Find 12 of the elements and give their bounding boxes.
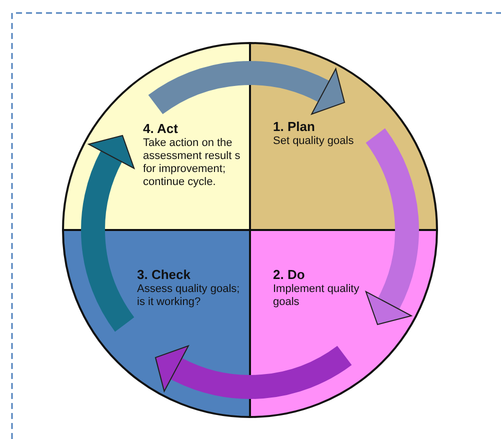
curved-arrow: [364, 128, 419, 326]
curved-arrow: [148, 61, 346, 116]
step-description: Assess quality goals; is it working?: [137, 283, 241, 309]
step-heading: 2. Do: [273, 267, 306, 282]
step-heading: 3. Check: [137, 267, 192, 282]
step-heading: 4. Act: [143, 121, 179, 136]
curved-arrow: [81, 134, 136, 332]
step-description: Take action on the assessment result s for improvement; continue cycle.: [143, 137, 242, 189]
step-description: Set quality goals: [273, 135, 355, 148]
step-description: Implement quality goals: [273, 283, 360, 309]
curved-arrow: [154, 344, 352, 399]
step-heading: 1. Plan: [273, 119, 316, 134]
